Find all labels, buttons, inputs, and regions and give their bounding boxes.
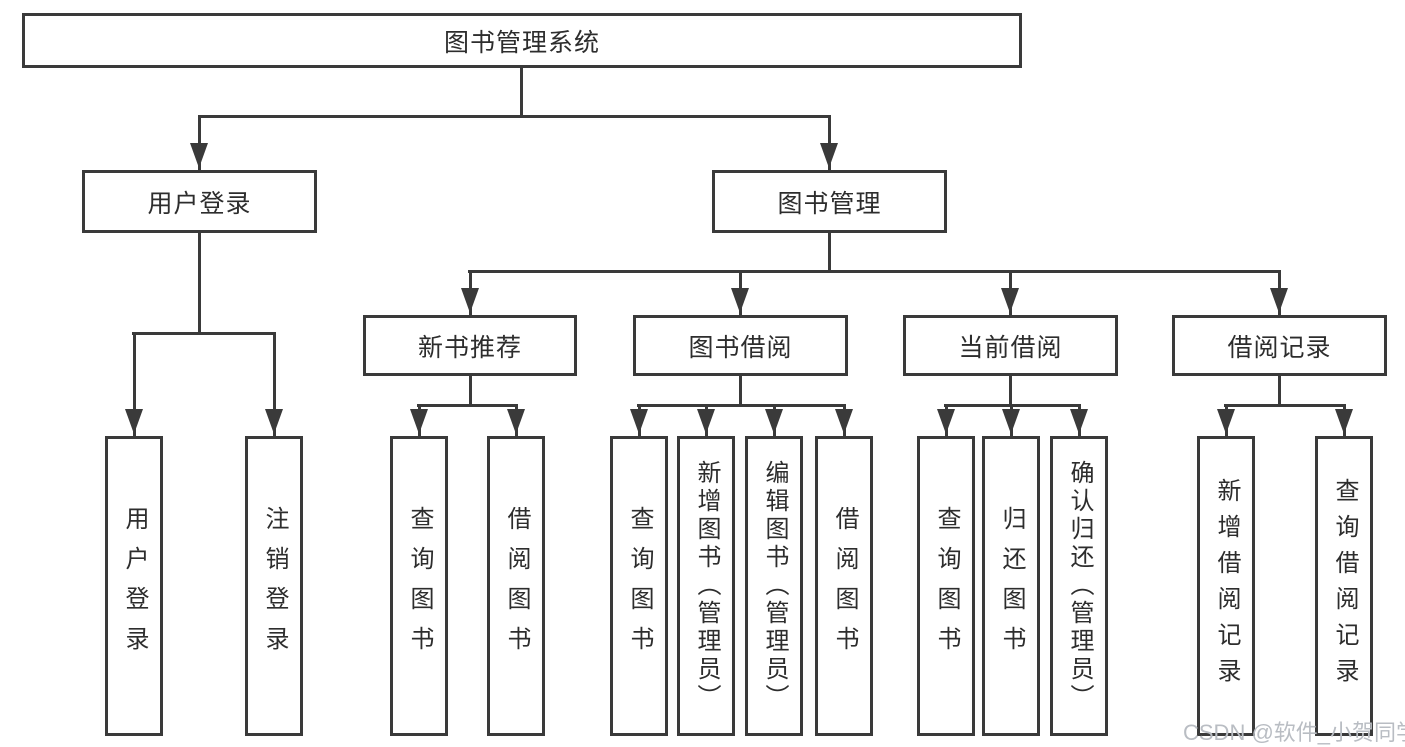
connector-new-book-stem xyxy=(469,376,472,407)
connector-arrow xyxy=(190,143,208,168)
connector-arrow xyxy=(410,409,428,434)
connector-user-login-bar xyxy=(132,332,275,335)
leaf-edit-book-admin: 编辑图书（管理员） xyxy=(745,436,803,736)
connector-arrow xyxy=(1335,409,1353,434)
leaf-newbook-query-books: 查询图书 xyxy=(390,436,448,736)
connector-root-stem xyxy=(520,68,523,118)
leaf-borrow-borrow-books-label: 借阅图书 xyxy=(831,506,858,666)
connector-book-borrow-stem xyxy=(739,376,742,407)
node-book-borrow-label: 图书借阅 xyxy=(688,333,793,362)
connector-level3-bar xyxy=(468,270,1281,273)
leaf-current-query-books-label: 查询图书 xyxy=(933,506,960,666)
leaf-return-book: 归还图书 xyxy=(982,436,1040,736)
connector-new-book-bar xyxy=(417,404,518,407)
leaf-edit-book-admin-label: 编辑图书（管理员） xyxy=(761,460,788,712)
connector-arrow xyxy=(820,143,838,168)
node-user-login-label: 用户登录 xyxy=(147,189,252,218)
connector-arrow xyxy=(125,409,143,434)
connector-drop-book-management xyxy=(828,115,831,170)
connector-borrow-records-stem xyxy=(1278,376,1281,407)
connector-book-management-stem xyxy=(828,233,831,273)
leaf-add-borrow-record-label: 新增借阅记录 xyxy=(1213,478,1240,694)
connector-book-borrow-bar xyxy=(637,404,846,407)
leaf-borrow-borrow-books: 借阅图书 xyxy=(815,436,873,736)
connector-arrow xyxy=(507,409,525,434)
node-current-borrow: 当前借阅 xyxy=(903,315,1118,376)
connector-arrow xyxy=(937,409,955,434)
connector-current-borrow-stem xyxy=(1009,376,1012,407)
connector-arrow xyxy=(731,288,749,313)
node-new-book-recommend: 新书推荐 xyxy=(363,315,577,376)
node-root: 图书管理系统 xyxy=(22,13,1022,68)
leaf-query-borrow-record: 查询借阅记录 xyxy=(1315,436,1373,736)
node-borrow-records-label: 借阅记录 xyxy=(1227,333,1332,362)
leaf-newbook-query-books-label: 查询图书 xyxy=(406,506,433,666)
node-user-login: 用户登录 xyxy=(82,170,317,233)
connector-arrow xyxy=(1217,409,1235,434)
node-book-borrow: 图书借阅 xyxy=(633,315,848,376)
connector-arrow xyxy=(461,288,479,313)
node-book-management: 图书管理 xyxy=(712,170,947,233)
node-borrow-records: 借阅记录 xyxy=(1172,315,1387,376)
connector-drop-leaf xyxy=(133,332,136,436)
connector-drop-user-login xyxy=(198,115,201,170)
csdn-watermark: CSDN @软件_小贺同学 xyxy=(1183,720,1405,745)
node-book-management-label: 图书管理 xyxy=(777,189,882,218)
leaf-user-login-label: 用户登录 xyxy=(121,506,148,666)
connector-level2-bar xyxy=(198,115,831,118)
node-current-borrow-label: 当前借阅 xyxy=(958,333,1063,362)
node-root-label: 图书管理系统 xyxy=(443,28,600,57)
connector-arrow xyxy=(765,409,783,434)
leaf-add-book-admin-label: 新增图书（管理员） xyxy=(693,460,720,712)
connector-borrow-records-bar xyxy=(1224,404,1346,407)
connector-arrow xyxy=(265,409,283,434)
connector-arrow xyxy=(1001,288,1019,313)
connector-arrow xyxy=(1070,409,1088,434)
leaf-confirm-return-admin: 确认归还（管理员） xyxy=(1050,436,1108,736)
leaf-add-book-admin: 新增图书（管理员） xyxy=(677,436,735,736)
node-new-book-recommend-label: 新书推荐 xyxy=(417,333,522,362)
leaf-logout-label: 注销登录 xyxy=(261,506,288,666)
connector-user-login-stem xyxy=(198,233,201,335)
leaf-borrow-query-books-label: 查询图书 xyxy=(626,506,653,666)
leaf-user-login: 用户登录 xyxy=(105,436,163,736)
leaf-newbook-borrow-books-label: 借阅图书 xyxy=(503,506,530,666)
leaf-confirm-return-admin-label: 确认归还（管理员） xyxy=(1066,460,1093,712)
leaf-borrow-query-books: 查询图书 xyxy=(610,436,668,736)
leaf-logout: 注销登录 xyxy=(245,436,303,736)
leaf-current-query-books: 查询图书 xyxy=(917,436,975,736)
leaf-newbook-borrow-books: 借阅图书 xyxy=(487,436,545,736)
connector-arrow xyxy=(1270,288,1288,313)
leaf-return-book-label: 归还图书 xyxy=(998,506,1025,666)
connector-drop-leaf xyxy=(273,332,276,436)
leaf-query-borrow-record-label: 查询借阅记录 xyxy=(1331,478,1358,694)
connector-arrow xyxy=(697,409,715,434)
leaf-add-borrow-record: 新增借阅记录 xyxy=(1197,436,1255,736)
connector-arrow xyxy=(1002,409,1020,434)
connector-arrow xyxy=(835,409,853,434)
connector-arrow xyxy=(630,409,648,434)
